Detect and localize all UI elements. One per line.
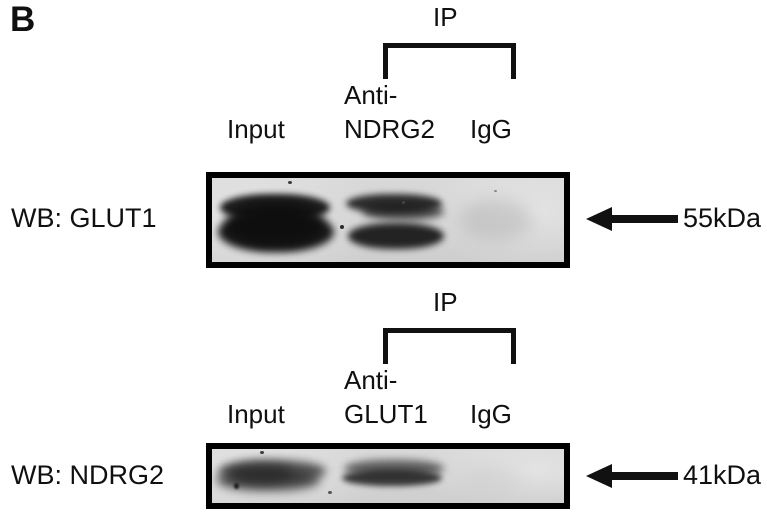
band-glut1-antindrg2-lower: [348, 223, 444, 249]
film-speck: [340, 225, 344, 229]
band-ndrg2-antiglut1-lower: [342, 470, 442, 486]
ip-label-bottom: IP: [433, 287, 458, 317]
blot-image-glut1: [206, 172, 570, 268]
lane-label-bottom-anti-line2: GLUT1: [344, 399, 428, 429]
band-ndrg2-igg-blank: [462, 467, 522, 491]
ip-bracket-top: [383, 43, 516, 79]
wb-label-top: WB: GLUT1: [11, 203, 157, 233]
lane-label-bottom-anti-line1: Anti-: [344, 365, 398, 395]
lane-label-top-anti-line2: NDRG2: [344, 114, 436, 144]
lane-label-top-igg: IgG: [470, 114, 512, 144]
blot-image-ndrg2: [206, 443, 570, 509]
film-speck: [494, 190, 497, 192]
panel-letter: B: [10, 0, 36, 39]
mw-label-55kda: 55kDa: [683, 203, 762, 233]
blot-film-background: [212, 178, 564, 262]
film-speck: [288, 181, 292, 184]
ip-bracket-bottom: [383, 328, 516, 364]
band-ndrg2-input-core: [228, 463, 292, 483]
mw-label-41kda: 41kDa: [683, 460, 762, 490]
film-speck: [328, 491, 332, 494]
left-arrow-icon: [586, 207, 678, 231]
band-glut1-antindrg2-mid: [362, 203, 444, 220]
lane-label-top-input: Input: [227, 114, 285, 144]
lane-label-bottom-igg: IgG: [470, 399, 512, 429]
left-arrow-icon: [586, 464, 678, 488]
film-speck: [260, 451, 264, 454]
band-glut1-input-core: [226, 202, 324, 246]
film-speck: [402, 201, 405, 204]
wb-label-bottom: WB: NDRG2: [11, 460, 165, 490]
film-speck: [234, 483, 239, 489]
blot-film-background: [212, 449, 564, 503]
band-glut1-igg-trace: [460, 200, 532, 240]
ip-label-top: IP: [433, 2, 458, 32]
lane-label-top-anti-line1: Anti-: [344, 80, 398, 110]
lane-label-bottom-input: Input: [227, 399, 285, 429]
